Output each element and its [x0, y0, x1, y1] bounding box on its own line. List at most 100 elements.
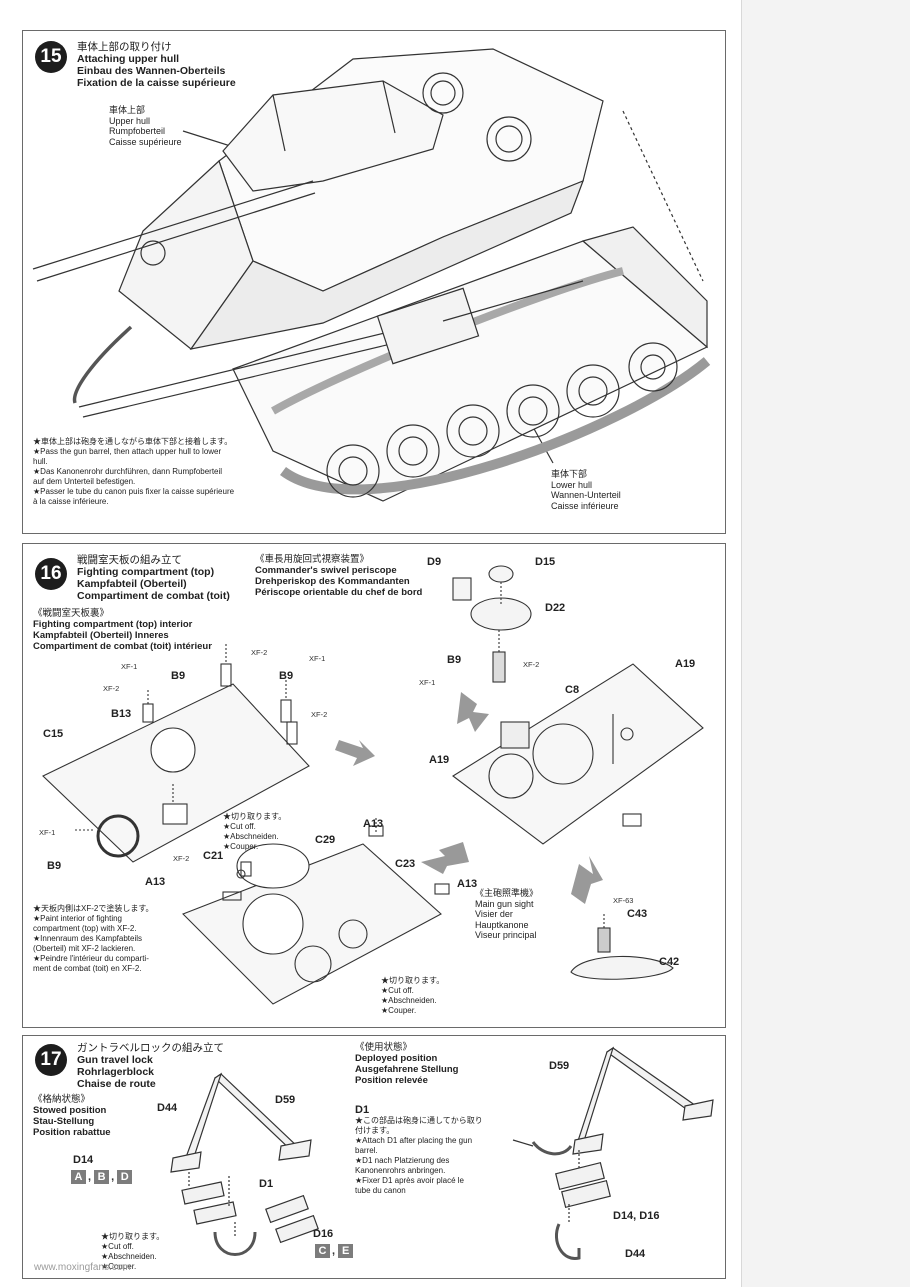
step-number: 16 [35, 558, 67, 590]
part-c23: C23 [395, 858, 416, 870]
note-line: ★Innenraum des Kampfabteils [33, 934, 143, 943]
title-fr: Chaise de route [77, 1078, 156, 1090]
note-line: ★この部品は砲身に通してから取り [355, 1116, 483, 1125]
paint-xf-1: XF-1 [121, 662, 138, 671]
note-line: ★D1 nach Platzierung des [355, 1156, 450, 1165]
note-line: ★Peindre l'intérieur du comparti- [33, 954, 149, 963]
paint-xf-63: XF-63 [613, 896, 634, 905]
title-jp: 車体上部の取り付け [77, 41, 172, 53]
paint-xf-2: XF-2 [311, 710, 328, 719]
gunsight-heading: 《主砲照準機》 Main gun sight Visier der Hauptk… [475, 888, 538, 941]
note-line: ★車体上部は砲身を通しながら車体下部と接着します。 [33, 437, 233, 446]
lower-hull-de: Wannen-Unterteil [551, 490, 621, 500]
interior-jp: 《戦闘室天板裏》 [33, 608, 110, 619]
part-b9: B9 [47, 860, 62, 872]
lower-hull-fr: Caisse inférieure [551, 500, 619, 511]
part-d44: D44 [157, 1102, 178, 1114]
step-title: 戦闘室天板の組み立て Fighting compartment (top) Ka… [77, 554, 230, 602]
note-line: ★天板内側はXF-2で塗装します。 [33, 904, 154, 913]
cutoff-note-bottom: ★切り取ります。 ★Cut off. ★Abschneiden. ★Couper… [381, 976, 444, 1016]
part-d59: D59 [275, 1094, 296, 1106]
d1-note: ★この部品は砲身に通してから取り 付けます。 ★Attach D1 after … [355, 1116, 483, 1196]
periscope-de: Drehperiskop des Kommandanten [255, 576, 410, 587]
hull-assembly-illustration [32, 48, 711, 502]
part-d1: D1 [259, 1178, 274, 1190]
sprue-e-badge: E [338, 1244, 354, 1258]
fighting-compartment-illustration [42, 565, 704, 1005]
cutoff-note-left: ★切り取ります。 ★Cut off. ★Abschneiden. ★Couper… [223, 812, 286, 852]
lower-hull-en: Lower hull [551, 479, 593, 490]
deployed-jp: 《使用状態》 [355, 1042, 413, 1053]
note-line: ★Paint interior of fighting [33, 914, 122, 923]
sprue-a-badge: A [71, 1170, 86, 1184]
stowed-fr: Position rabattue [33, 1127, 111, 1138]
part-a13: A13 [457, 878, 478, 890]
part-c8: C8 [565, 684, 580, 696]
upper-hull-fr: Caisse supérieure [109, 136, 182, 147]
paint-xf-1: XF-1 [309, 654, 326, 663]
paint-xf-2: XF-2 [103, 684, 120, 693]
stowed-jp: 《格納状態》 [33, 1094, 91, 1105]
lower-hull-label: 車体下部 Lower hull Wannen-Unterteil Caisse … [551, 469, 621, 511]
cutoff-en: ★Cut off. [381, 986, 414, 995]
sprue-d-badge: D [117, 1170, 133, 1184]
note-line: ment de combat (toit) en XF-2. [33, 964, 142, 973]
cutoff-fr: ★Couper. [223, 842, 259, 851]
gunsight-de: Visier der [475, 909, 513, 919]
cutoff-note: ★切り取ります。 ★Cut off. ★Abschneiden. ★Couper… [101, 1232, 164, 1272]
periscope-fr: Périscope orientable du chef de bord [255, 587, 423, 598]
step-17-panel: 17 ガントラベルロックの組み立て Gun travel lock Rohrla… [22, 1035, 726, 1279]
d16-sprue-list: C, E [315, 1244, 355, 1258]
upper-hull-en: Upper hull [109, 115, 151, 126]
note-line: 付けます。 [355, 1126, 395, 1135]
periscope-heading: 《車長用旋回式視察装置》 Commander's swivel periscop… [255, 554, 422, 598]
part-d16: D16 [313, 1228, 334, 1240]
d14-sprue-list: A, B, D [71, 1170, 134, 1184]
part-b9: B9 [279, 670, 294, 682]
part-b9: B9 [447, 654, 462, 666]
part-b13: B13 [111, 708, 132, 720]
part-c29: C29 [315, 834, 336, 846]
note-line: à la caisse inférieure. [33, 497, 109, 506]
travel-lock-illustration [170, 1046, 714, 1260]
title-fr: Fixation de la caisse supérieure [77, 77, 236, 89]
watermark: www.moxingfans.com [34, 1262, 131, 1273]
deployed-fr: Position relevée [355, 1075, 428, 1086]
step-title: ガントラベルロックの組み立て Gun travel lock Rohrlager… [77, 1042, 224, 1090]
deployed-en: Deployed position [355, 1053, 438, 1064]
part-d14: D14 [73, 1154, 94, 1166]
part-d22: D22 [545, 602, 566, 614]
cutoff-jp: ★切り取ります。 [101, 1232, 165, 1241]
interior-fr: Compartiment de combat (toit) intérieur [33, 641, 212, 652]
upper-hull-label: 車体上部 Upper hull Rumpfoberteil Caisse sup… [109, 105, 182, 147]
note-line: ★Passer le tube du canon puis fixer la c… [33, 487, 235, 496]
part-d14-d16: D14, D16 [613, 1210, 660, 1222]
paint-interior-note: ★天板内側はXF-2で塗装します。 ★Paint interior of fig… [33, 904, 154, 974]
deployed-heading: 《使用状態》 Deployed position Ausgefahrene St… [355, 1042, 458, 1086]
cutoff-jp: ★切り取ります。 [381, 976, 445, 985]
note-line: (Oberteil) mit XF-2 lackieren. [33, 944, 136, 953]
sprue-b-badge: B [94, 1170, 110, 1184]
title-jp: ガントラベルロックの組み立て [77, 1042, 224, 1054]
note-line: barrel. [355, 1146, 378, 1155]
title-de: Kampfabteil (Oberteil) [77, 578, 187, 590]
part-a13: A13 [363, 818, 384, 830]
interior-heading: 《戦闘室天板裏》 Fighting compartment (top) inte… [33, 608, 212, 652]
step-15-panel: 15 車体上部の取り付け Attaching upper hull Einbau… [22, 30, 726, 534]
gunsight-jp: 《主砲照準機》 [475, 888, 539, 898]
title-fr: Compartiment de combat (toit) [77, 590, 230, 602]
cutoff-de: ★Abschneiden. [101, 1252, 157, 1261]
step-15-note: ★車体上部は砲身を通しながら車体下部と接着します。 ★Pass the gun … [33, 437, 234, 507]
deployed-de: Ausgefahrene Stellung [355, 1064, 459, 1075]
lower-hull-jp: 車体下部 [551, 469, 588, 479]
part-d15: D15 [535, 556, 556, 568]
step-title: 車体上部の取り付け Attaching upper hull Einbau de… [77, 41, 236, 89]
gunsight-fr: Viseur principal [475, 930, 537, 940]
step-number: 17 [35, 1044, 67, 1076]
part-d44: D44 [625, 1248, 646, 1260]
cutoff-en: ★Cut off. [101, 1242, 134, 1251]
part-c15: C15 [43, 728, 64, 740]
note-line: compartment (top) with XF-2. [33, 924, 137, 933]
paint-xf-2: XF-2 [173, 854, 190, 863]
step-number: 15 [35, 41, 67, 73]
